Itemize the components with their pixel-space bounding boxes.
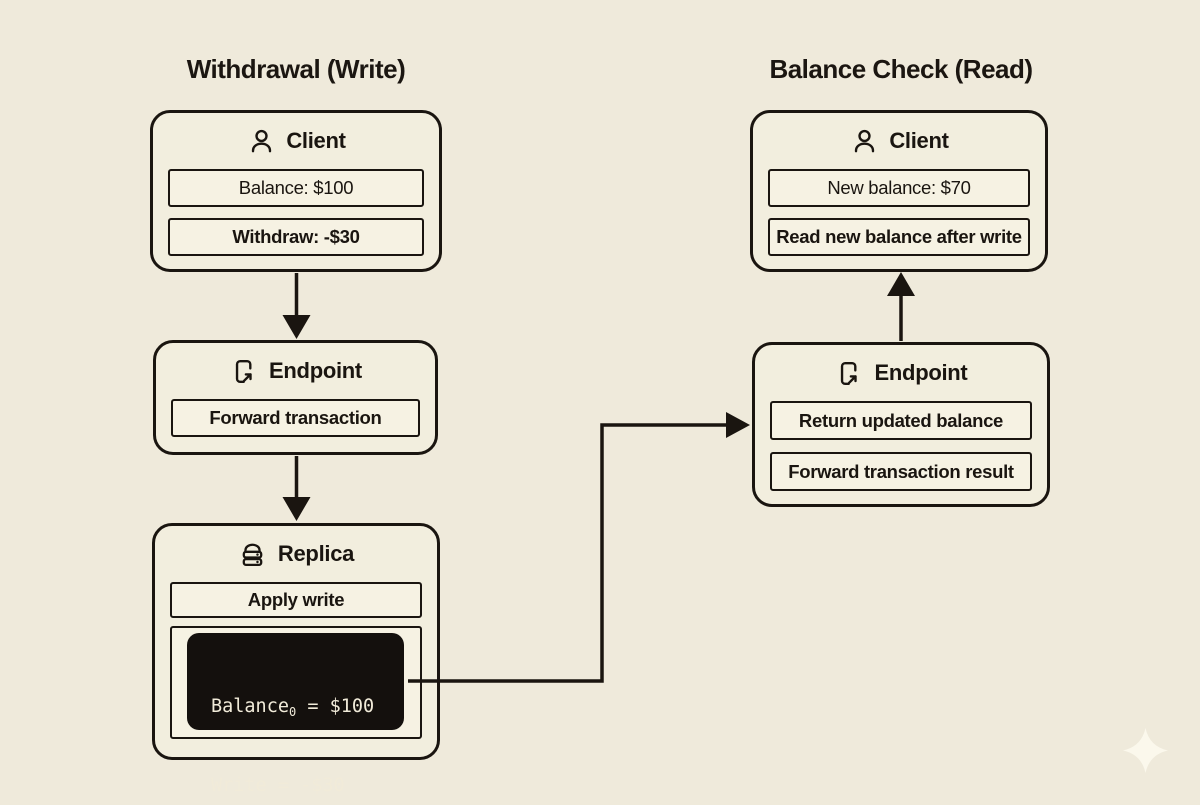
replica-code-container: Balance0 = $100 Write = -$30 Balance1 = … [170, 626, 422, 796]
write-replica-apply-row: Apply write [170, 582, 422, 618]
read-column-title: Balance Check (Read) [769, 54, 1033, 84]
write-endpoint-forward-row: Forward transaction [171, 399, 420, 437]
write-endpoint-node: Endpoint Forward transaction [153, 340, 438, 455]
code-line: Write = -$30 [211, 775, 345, 796]
sparkle-icon [1123, 728, 1168, 773]
write-client-balance-row: Balance: $100 [168, 169, 424, 207]
node-label: Endpoint [874, 360, 968, 385]
read-endpoint-header: Endpoint [770, 357, 1032, 389]
node-label: Endpoint [269, 358, 362, 383]
code-line: Balance0 = $100 [211, 696, 375, 719]
device-share-icon [835, 358, 865, 388]
read-client-header: Client [768, 125, 1030, 157]
arrow-replica-to-read-endpoint [408, 412, 750, 683]
arrow-write-endpoint-to-replica [282, 456, 311, 521]
arrow-write-client-to-endpoint [282, 273, 311, 339]
read-endpoint-return-row: Return updated balance [770, 401, 1032, 440]
row-text: Forward transaction result [788, 460, 1014, 482]
read-client-newbalance-row: New balance: $70 [768, 169, 1030, 207]
server-stack-icon [238, 539, 268, 569]
row-text: New balance: $70 [827, 177, 971, 198]
write-replica-header: Replica [170, 538, 422, 570]
read-client-readafterwrite-row: Read new balance after write [768, 218, 1030, 256]
row-text: Withdraw: -$30 [232, 226, 360, 247]
person-icon [246, 126, 276, 156]
write-column-title: Withdrawal (Write) [186, 54, 406, 84]
row-text: Return updated balance [798, 409, 1004, 431]
read-endpoint-forwardresult-row: Forward transaction result [770, 452, 1032, 491]
replica-code-block: Balance0 = $100 Write = -$30 Balance1 = … [187, 633, 404, 796]
write-client-node: Client Balance: $100 Withdraw: -$30 [150, 110, 442, 272]
write-endpoint-header: Endpoint [171, 355, 420, 387]
write-client-header: Client [168, 125, 424, 157]
row-text: Forward transaction [209, 407, 382, 428]
row-text: Read new balance after write [776, 226, 1022, 247]
arrow-read-endpoint-to-client [887, 272, 915, 341]
person-icon [849, 126, 879, 156]
write-client-withdraw-row: Withdraw: -$30 [168, 218, 424, 256]
write-replica-node: Replica Apply write Balance0 = $100 Writ… [152, 523, 440, 796]
read-client-node: Client New balance: $70 Read new balance… [750, 110, 1048, 272]
row-text: Apply write [247, 589, 345, 610]
device-share-icon [229, 356, 259, 386]
node-label: Client [286, 128, 346, 153]
read-endpoint-node: Endpoint Return updated balance Forward … [752, 342, 1050, 507]
row-text: Balance: $100 [238, 177, 354, 198]
node-label: Replica [277, 541, 355, 566]
node-label: Client [889, 128, 949, 153]
